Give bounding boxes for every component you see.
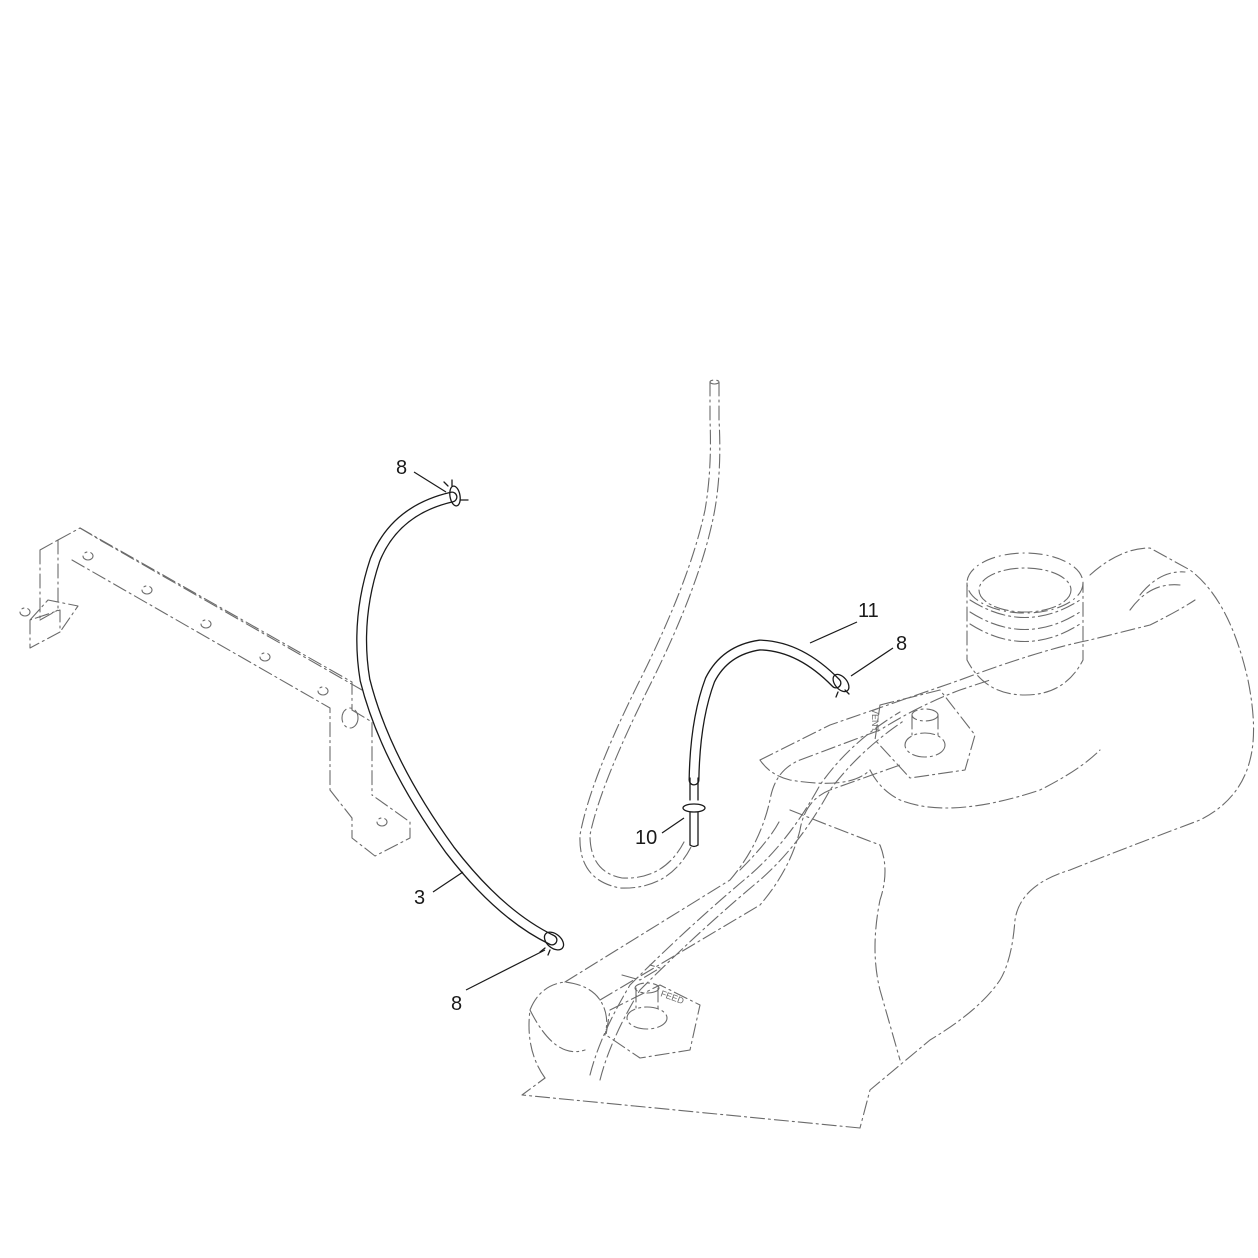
bracket-foot-top xyxy=(29,599,79,633)
callout-8-bottom: 8 xyxy=(451,993,462,1015)
vent-tube-edge xyxy=(589,381,721,879)
tank-side-contour xyxy=(789,809,901,1061)
callout-8-right: 8 xyxy=(896,633,907,655)
tank-shelf-front xyxy=(759,759,871,784)
leader-8-right xyxy=(850,647,894,677)
tank-handle xyxy=(1129,571,1186,611)
vent-fitting-top xyxy=(911,708,939,722)
callout-10: 10 xyxy=(635,827,657,849)
callout-11: 11 xyxy=(858,600,879,622)
filler-neck-inner xyxy=(978,567,1072,613)
leader-10 xyxy=(661,817,685,834)
bracket-foot-left xyxy=(29,609,61,649)
fuel-tank: VENT FEED xyxy=(521,547,1255,1129)
tank-end-cap xyxy=(528,981,608,1079)
bracket-hole xyxy=(341,707,359,729)
vent-stamp: VENT xyxy=(870,708,880,733)
hose-3 xyxy=(356,491,558,946)
feed-stamp: FEED xyxy=(659,988,685,1006)
tank-outline-bottom xyxy=(521,1077,861,1129)
fuel-line-phantom xyxy=(589,711,901,1076)
leader-8-top xyxy=(413,471,447,493)
fuel-line-phantom xyxy=(599,719,906,1081)
filler-neck-threads xyxy=(969,599,1081,643)
bracket-hole xyxy=(317,686,329,696)
bracket-hole xyxy=(376,817,388,827)
bracket-drop xyxy=(351,709,373,796)
leader-8-bottom xyxy=(465,949,546,991)
vent-tube-edge xyxy=(579,381,711,889)
feed-fitting-pad xyxy=(605,984,701,1059)
filler-neck-body xyxy=(966,582,1084,696)
tank-groove xyxy=(739,819,781,871)
bracket-beam-top xyxy=(57,527,353,711)
bracket-hole xyxy=(200,619,212,629)
hose-clamp-bottom xyxy=(539,931,565,956)
phantom-vent-tube xyxy=(579,379,721,889)
leader-11 xyxy=(809,621,858,644)
callout-labels: 8 3 8 11 8 10 xyxy=(396,457,907,1015)
callout-3: 3 xyxy=(414,887,425,909)
feed-fitting-base xyxy=(626,1006,668,1030)
callout-8-top: 8 xyxy=(396,457,407,479)
feed-fitting-nipple xyxy=(635,987,659,1011)
tank-inner-ridge xyxy=(599,764,901,1001)
vent-fitting-base xyxy=(904,732,946,758)
bracket-beam-edge xyxy=(79,527,363,691)
filler-neck-top xyxy=(966,552,1084,614)
fitting-10 xyxy=(682,777,706,848)
bracket-hole xyxy=(141,585,153,595)
frame-bracket xyxy=(19,527,411,857)
bracket-hole xyxy=(19,607,31,617)
tank-upper-shelf xyxy=(759,599,1196,761)
tank-end-cap-lower xyxy=(529,1009,586,1053)
feed-fitting-elbow xyxy=(621,964,661,981)
vent-tube-end xyxy=(709,379,720,385)
bracket-upright xyxy=(39,539,59,621)
tank-upper-contour xyxy=(869,749,1101,809)
bracket-hole xyxy=(259,652,271,662)
bracket-foot-right xyxy=(329,789,411,857)
feed-fitting-top xyxy=(634,982,660,994)
vent-fitting-pad xyxy=(874,689,976,779)
bracket-beam-bottom xyxy=(71,559,331,791)
tank-outline-right xyxy=(859,547,1255,1129)
hose-11 xyxy=(688,639,842,786)
hose-clamp-top xyxy=(443,479,469,507)
tank-top-ridge xyxy=(564,679,991,983)
vent-fitting-nipple xyxy=(911,714,939,736)
hose-clamp-right xyxy=(832,673,850,698)
leader-lines xyxy=(413,471,894,991)
leader-3 xyxy=(432,871,464,893)
bracket-hole xyxy=(82,551,94,561)
